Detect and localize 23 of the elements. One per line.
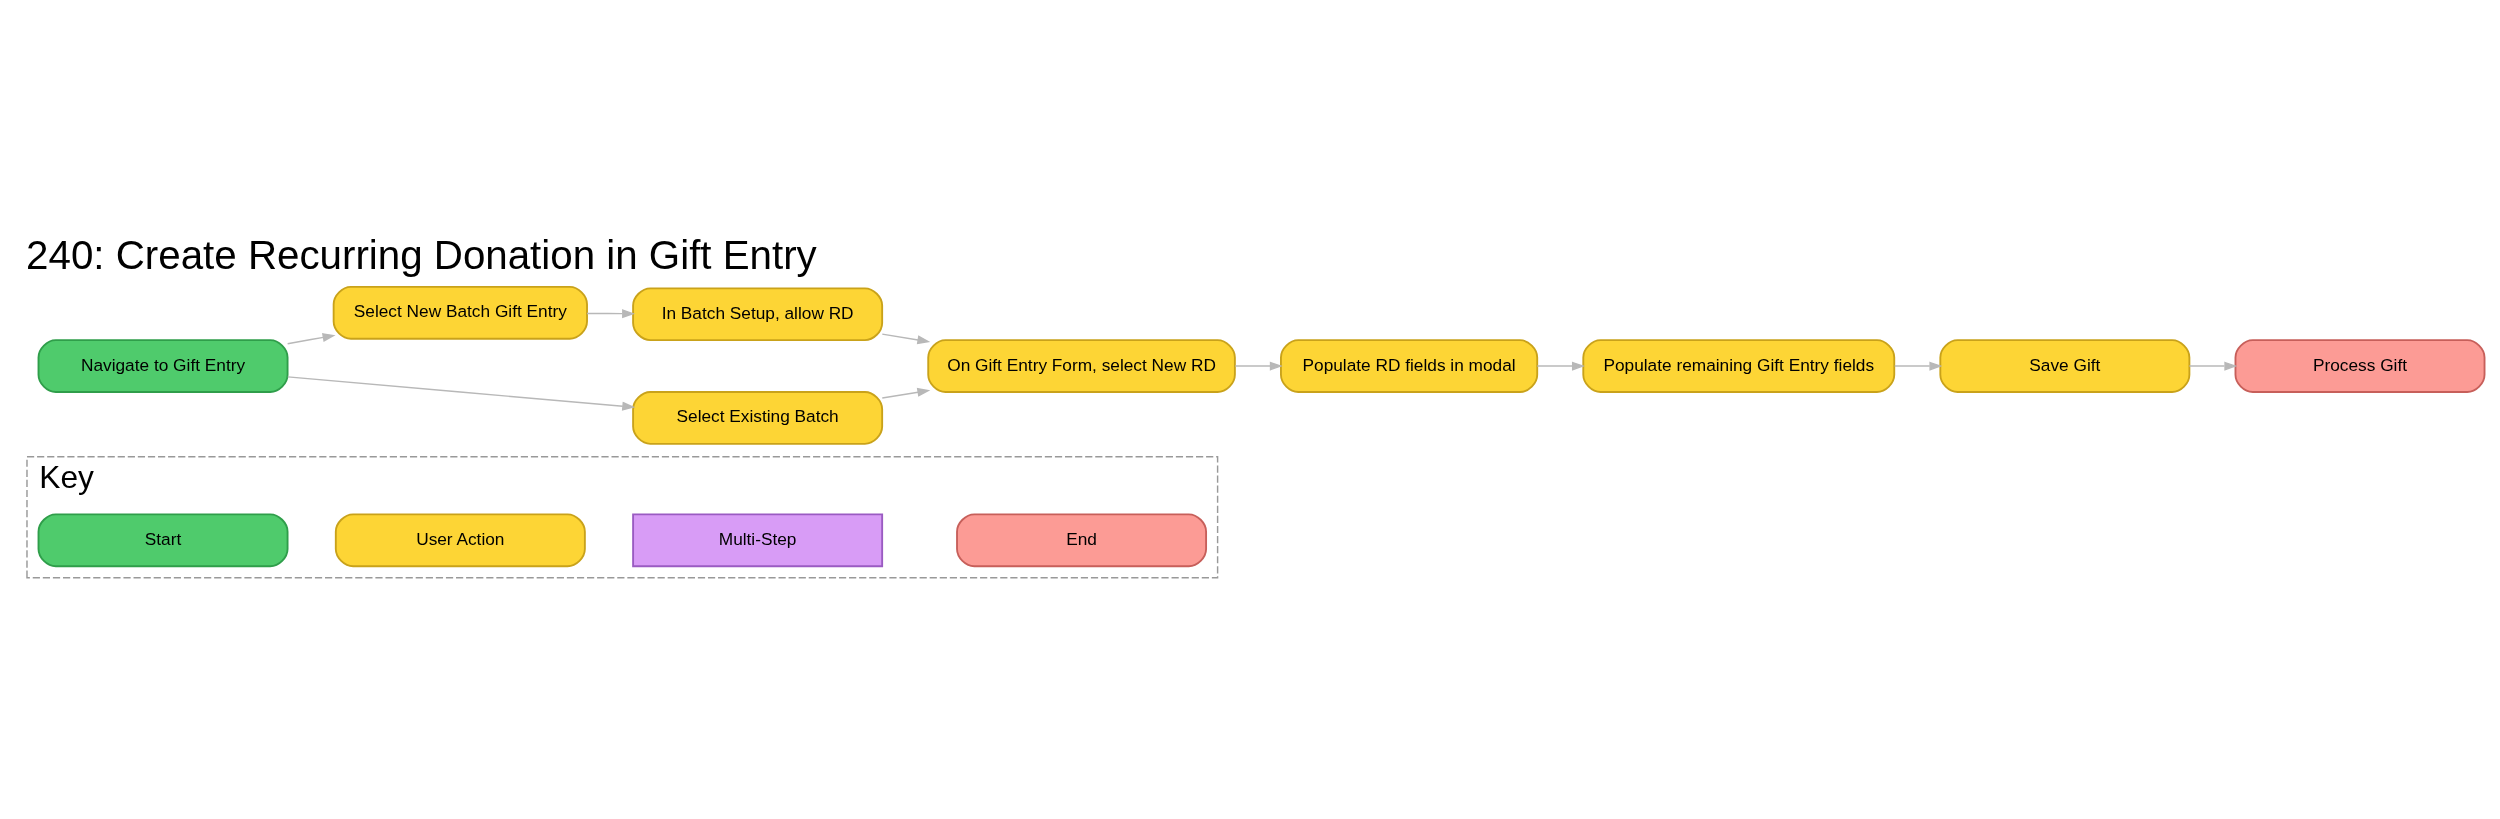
node-box: On Gift Entry Form, select New RD: [927, 338, 1236, 393]
node-box: Populate RD fields in modal: [1280, 338, 1539, 393]
arrow: [881, 332, 931, 344]
node-box: Navigate to Gift Entry: [37, 338, 289, 393]
node-box: End: [956, 512, 1208, 567]
node-box: User Action: [334, 512, 586, 567]
node-box: Populate remaining Gift Entry fields: [1582, 338, 1896, 393]
node-box: Save Gift: [1939, 338, 2191, 393]
arrow: [1894, 361, 1943, 371]
node-box: Multi-Step: [632, 512, 884, 567]
arrow: [287, 375, 636, 411]
node-box: In Batch Setup, allow RD: [632, 286, 884, 341]
arrow: [1234, 361, 1283, 371]
arrow: [586, 308, 636, 318]
arrow: [2188, 361, 2238, 371]
arrow: [881, 387, 931, 399]
diagram-title: 240: Create Recurring Donation in Gift Entry: [26, 232, 817, 278]
node-box: Select Existing Batch: [632, 390, 884, 445]
node-box: Select New Batch Gift Entry: [332, 285, 588, 340]
node-box: Process Gift: [2234, 338, 2486, 393]
arrow: [1536, 361, 1585, 371]
node-box: Start: [37, 512, 289, 567]
arrow: [286, 332, 336, 345]
